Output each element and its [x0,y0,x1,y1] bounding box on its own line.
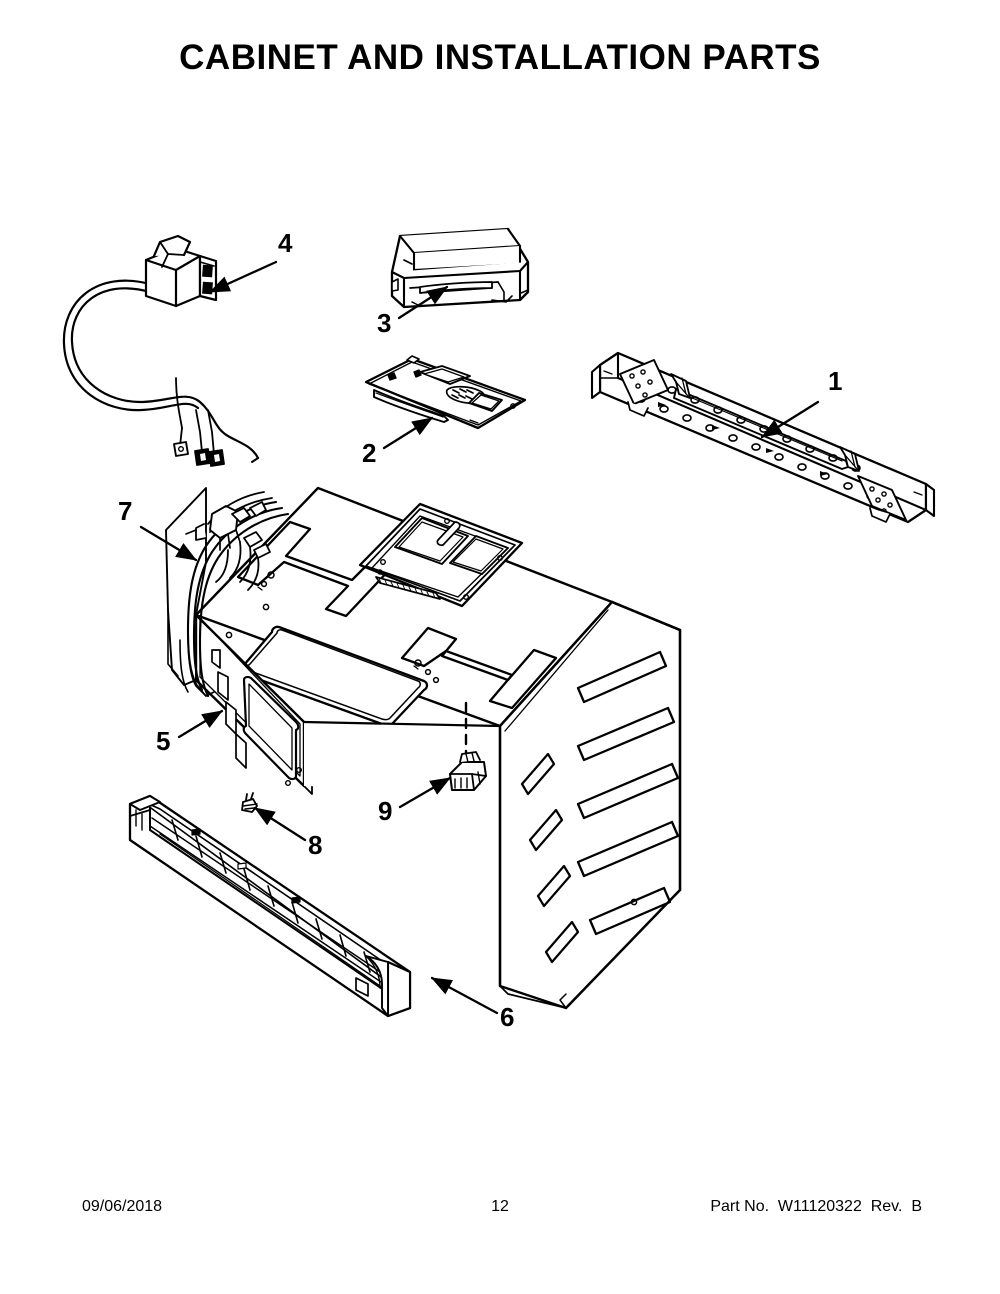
callout-7-label: 7 [118,496,132,526]
part-4-power-cord [62,234,260,467]
callout-1: 1 [760,366,842,439]
part-6-bottom-trim-grille [128,794,412,1018]
footer-part-number: Part No. W11120322 Rev. B [710,1198,922,1215]
callout-5: 5 [156,709,224,756]
callout-layer: 1 2 3 4 [118,228,842,1032]
callout-3: 3 [377,285,449,338]
callout-4: 4 [208,228,293,294]
callout-7: 7 [118,496,198,562]
callout-2-label: 2 [362,438,376,468]
part-3-damper-assembly [390,227,530,309]
part-5-cabinet-chassis [194,486,682,1010]
part-7-wire-harness [165,487,290,698]
callout-9-label: 9 [378,796,392,826]
part-2-vent-cover-panel [364,355,527,430]
callout-3-label: 3 [377,308,391,338]
footer-date: 09/06/2018 [82,1198,163,1215]
parts-diagram: 1 2 3 4 [0,110,1000,1170]
callout-8-label: 8 [308,830,322,860]
callout-5-label: 5 [156,726,170,756]
parts-diagram-svg: 1 2 3 4 [62,227,936,1032]
callout-8: 8 [253,806,322,860]
callout-6: 6 [430,976,514,1032]
footer-page-number: 12 [491,1198,509,1215]
callout-2: 2 [362,416,434,468]
callout-9: 9 [378,776,452,826]
page-title: CABINET AND INSTALLATION PARTS [179,38,821,77]
part-8-screw-clip [241,792,258,813]
callout-4-label: 4 [278,228,293,258]
part-9-wire-connector-clip [449,700,487,791]
callout-1-label: 1 [828,366,842,396]
page-footer: 09/06/2018 12 Part No. W11120322 Rev. B [0,1198,1000,1228]
callout-6-label: 6 [500,1002,514,1032]
